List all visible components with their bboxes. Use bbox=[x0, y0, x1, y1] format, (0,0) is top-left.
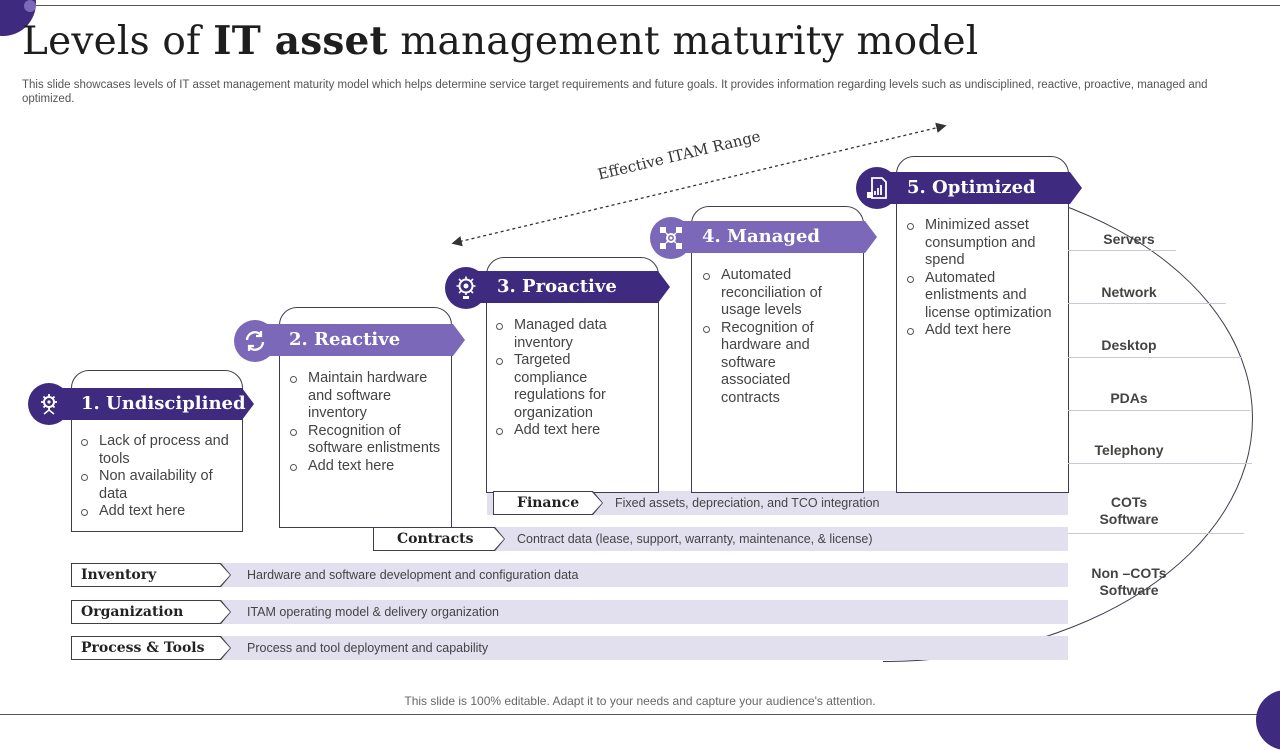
category-divider bbox=[1068, 303, 1226, 304]
inventory-text: Hardware and software development and co… bbox=[247, 568, 579, 582]
category-desktop: Desktop bbox=[1101, 337, 1157, 353]
organization-strip bbox=[71, 600, 1068, 624]
level-4-card bbox=[691, 206, 864, 493]
organization-label: Organization bbox=[71, 600, 231, 624]
refresh-icon bbox=[234, 320, 276, 362]
list-item: Recognition of software enlistments bbox=[288, 423, 443, 458]
level-1-banner: 1. Undisciplined bbox=[49, 388, 254, 420]
level-3-bullets: Managed data inventory Targeted complian… bbox=[494, 317, 644, 440]
process-tools-text: Process and tool deployment and capabili… bbox=[247, 641, 489, 655]
category-divider bbox=[1068, 357, 1242, 358]
inventory-strip bbox=[71, 563, 1068, 587]
corner-decoration-top-left-small bbox=[24, 0, 36, 12]
list-item: Targeted compliance regulations for orga… bbox=[494, 352, 644, 422]
category-cots-software: COTs Software bbox=[1099, 494, 1159, 527]
list-item: Managed data inventory bbox=[494, 317, 644, 352]
category-divider bbox=[1068, 250, 1176, 251]
level-3-banner: 3. Proactive bbox=[466, 271, 670, 303]
level-5-card bbox=[896, 156, 1069, 493]
list-item: Add text here bbox=[288, 458, 443, 476]
top-border-line bbox=[30, 5, 1280, 6]
level-2-banner: 2. Reactive bbox=[256, 324, 465, 356]
level-1-bullets: Lack of process and tools Non availabili… bbox=[79, 433, 229, 521]
list-item: Add text here bbox=[494, 422, 644, 440]
category-pdas: PDAs bbox=[1110, 390, 1148, 406]
category-telephony: Telephony bbox=[1094, 442, 1164, 458]
list-item: Add text here bbox=[905, 322, 1055, 340]
category-servers: Servers bbox=[1103, 231, 1155, 247]
list-item: Minimized asset consumption and spend bbox=[905, 217, 1055, 270]
level-4-bullets: Automated reconciliation of usage levels… bbox=[701, 267, 849, 407]
list-item: Maintain hardware and software inventory bbox=[288, 370, 443, 423]
footer-note: This slide is 100% editable. Adapt it to… bbox=[404, 694, 876, 708]
contracts-label: Contracts bbox=[373, 527, 505, 551]
level-2-bullets: Maintain hardware and software inventory… bbox=[288, 370, 443, 475]
network-nodes-icon bbox=[650, 217, 692, 259]
list-item: Lack of process and tools bbox=[79, 433, 229, 468]
list-item: Non availability of data bbox=[79, 468, 229, 503]
organization-text: ITAM operating model & delivery organiza… bbox=[247, 605, 499, 619]
level-5-banner: 5. Optimized bbox=[877, 172, 1082, 204]
category-divider bbox=[1068, 463, 1252, 464]
lightbulb-gear-icon bbox=[445, 267, 487, 309]
category-divider bbox=[1068, 533, 1244, 534]
document-chart-icon bbox=[856, 167, 898, 209]
list-item: Recognition of hardware and software ass… bbox=[701, 320, 849, 408]
level-4-banner: 4. Managed bbox=[672, 221, 877, 253]
list-item: Automated reconciliation of usage levels bbox=[701, 267, 849, 320]
finance-label: Finance bbox=[493, 491, 603, 515]
category-divider bbox=[1068, 410, 1250, 411]
category-network: Network bbox=[1101, 284, 1157, 300]
contracts-text: Contract data (lease, support, warranty,… bbox=[517, 532, 873, 546]
level-5-bullets: Minimized asset consumption and spend Au… bbox=[905, 217, 1055, 340]
process-tools-label: Process & Tools bbox=[71, 636, 231, 660]
page-title: Levels of IT asset management maturity m… bbox=[22, 18, 979, 64]
bottom-border-line bbox=[0, 714, 1260, 715]
process-tools-strip bbox=[71, 636, 1068, 660]
category-non-cots-software: Non –COTs Software bbox=[1091, 565, 1167, 598]
list-item: Add text here bbox=[79, 503, 229, 521]
list-item: Automated enlistments and license optimi… bbox=[905, 270, 1055, 323]
page-subtitle: This slide showcases levels of IT asset … bbox=[22, 79, 1208, 105]
inventory-label: Inventory bbox=[71, 563, 231, 587]
gear-network-icon bbox=[28, 383, 70, 425]
finance-text: Fixed assets, depreciation, and TCO inte… bbox=[615, 496, 880, 510]
